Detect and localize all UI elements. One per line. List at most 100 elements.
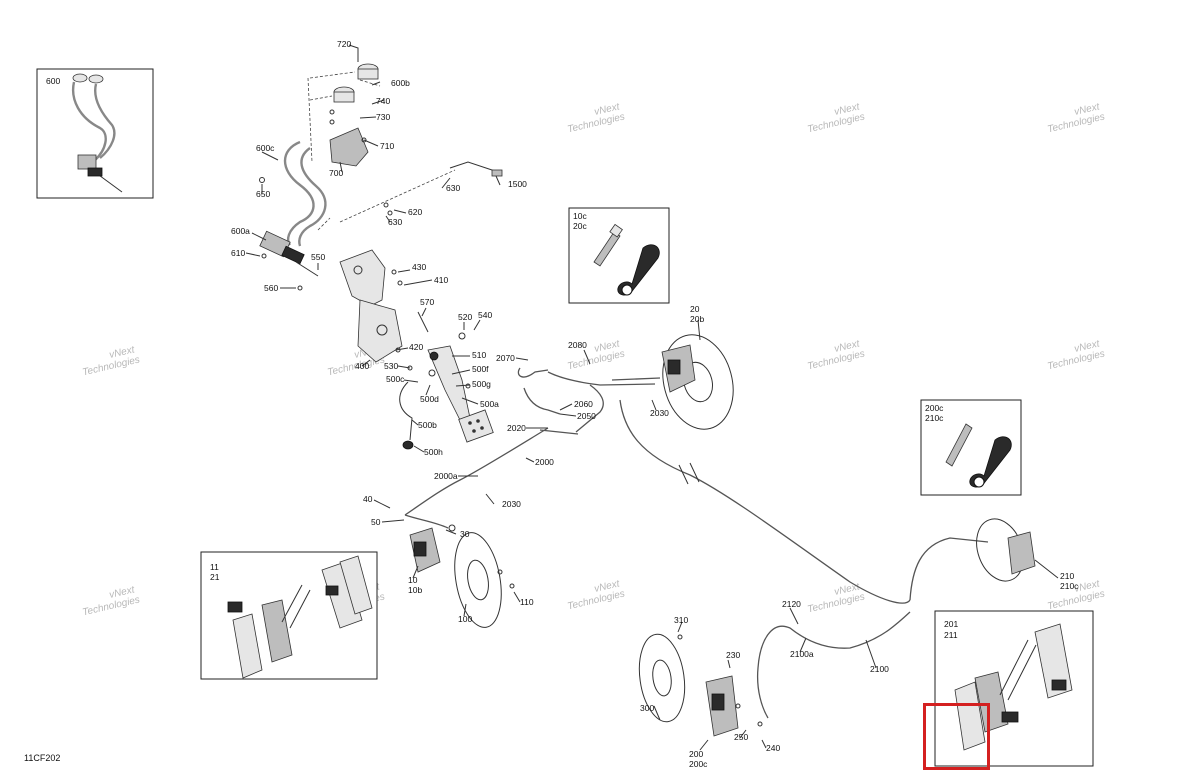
part-label[interactable]: 2020 bbox=[507, 423, 526, 433]
bleeder-screw-part bbox=[945, 423, 973, 467]
part-label[interactable]: 540 bbox=[478, 310, 492, 320]
fastener-part bbox=[261, 253, 267, 259]
part-label[interactable]: 500g bbox=[472, 379, 491, 389]
part-label[interactable]: 570 bbox=[420, 297, 434, 307]
part-label[interactable]: 600b bbox=[391, 78, 410, 88]
inset-rear-pads[interactable]: 201 211 bbox=[934, 610, 1094, 767]
part-label[interactable]: 210 bbox=[1060, 571, 1074, 581]
master-cylinder[interactable] bbox=[259, 230, 319, 291]
part-label[interactable]: 2050 bbox=[577, 411, 596, 421]
part-label[interactable]: 20 bbox=[690, 304, 700, 314]
part-label[interactable]: 420 bbox=[409, 342, 423, 352]
pedal-bushing-part bbox=[429, 351, 439, 361]
inset-front-pads[interactable]: 11 21 bbox=[200, 551, 378, 680]
part-label[interactable]: 510 bbox=[472, 350, 486, 360]
caliper-part bbox=[1007, 531, 1036, 575]
part-label[interactable]: 310 bbox=[674, 615, 688, 625]
leader-dashes bbox=[317, 169, 456, 231]
reservoir-assembly[interactable] bbox=[307, 63, 381, 167]
part-label[interactable]: 300 bbox=[640, 703, 654, 713]
rear-right-brake[interactable] bbox=[968, 512, 1036, 587]
reservoir-hose bbox=[298, 147, 327, 247]
part-label[interactable]: 1500 bbox=[508, 179, 527, 189]
fastener-part bbox=[465, 383, 471, 389]
pad-spring-part bbox=[227, 601, 243, 613]
part-label[interactable]: 500a bbox=[480, 399, 499, 409]
part-label[interactable]: 2100 bbox=[870, 664, 889, 674]
part-label[interactable]: 2120 bbox=[782, 599, 801, 609]
pedal-bracket[interactable] bbox=[339, 249, 429, 363]
part-label[interactable]: 430 bbox=[412, 262, 426, 272]
part-label[interactable]: 250 bbox=[734, 732, 748, 742]
part-label[interactable]: 2100a bbox=[790, 649, 814, 659]
part-label[interactable]: 2070 bbox=[496, 353, 515, 363]
part-label[interactable]: 630 bbox=[388, 217, 402, 227]
fastener-part bbox=[259, 177, 265, 183]
master-cylinder-part bbox=[87, 167, 103, 177]
bracket-part bbox=[339, 249, 386, 307]
part-label[interactable]: 2060 bbox=[574, 399, 593, 409]
part-label[interactable]: 610 bbox=[231, 248, 245, 258]
part-label[interactable]: 240 bbox=[766, 743, 780, 753]
part-label[interactable]: 700 bbox=[329, 168, 343, 178]
leader-lines bbox=[245, 44, 1059, 751]
line-2120 bbox=[756, 611, 911, 719]
part-label[interactable]: 110 bbox=[520, 597, 534, 607]
brake-pedal[interactable] bbox=[399, 332, 494, 450]
part-label[interactable]: 500c bbox=[386, 374, 405, 384]
leader-dashes bbox=[307, 71, 381, 163]
hose-part bbox=[71, 81, 107, 161]
inset-600[interactable]: 600 bbox=[36, 68, 154, 199]
part-label[interactable]: 730 bbox=[376, 112, 390, 122]
part-label[interactable]: 520 bbox=[458, 312, 472, 322]
brake-disc-part bbox=[454, 532, 502, 628]
part-label[interactable]: 500f bbox=[472, 364, 489, 374]
part-label[interactable]: 10 bbox=[408, 575, 418, 585]
inset-bleeder-rear[interactable]: 200c 210c bbox=[920, 399, 1022, 496]
inset-label: 600 bbox=[46, 76, 60, 86]
part-label[interactable]: 200 bbox=[689, 749, 703, 759]
part-label[interactable]: 620 bbox=[408, 207, 422, 217]
part-label[interactable]: 720 bbox=[337, 39, 351, 49]
part-label[interactable]: 40 bbox=[363, 494, 373, 504]
part-label[interactable]: 500b bbox=[418, 420, 437, 430]
front-right-brake[interactable] bbox=[653, 327, 744, 437]
part-label[interactable]: 600c bbox=[256, 143, 275, 153]
part-label[interactable]: 710 bbox=[380, 141, 394, 151]
part-label[interactable]: 550 bbox=[311, 252, 325, 262]
part-label[interactable]: 630 bbox=[446, 183, 460, 193]
rear-left-brake[interactable] bbox=[634, 631, 763, 737]
part-label[interactable]: 530 bbox=[384, 361, 398, 371]
part-label[interactable]: 560 bbox=[264, 283, 278, 293]
part-label[interactable]: 50 bbox=[371, 517, 381, 527]
part-label[interactable]: 410 bbox=[434, 275, 448, 285]
part-label[interactable]: 30 bbox=[460, 529, 470, 539]
part-label[interactable]: 500h bbox=[424, 447, 443, 457]
caliper-part bbox=[667, 359, 681, 375]
part-label[interactable]: 500d bbox=[420, 394, 439, 404]
part-label[interactable]: 650 bbox=[256, 189, 270, 199]
selection-highlight-box[interactable] bbox=[923, 703, 990, 770]
fastener-part bbox=[391, 269, 397, 275]
part-label[interactable]: 2080 bbox=[568, 340, 587, 350]
front-left-brake[interactable] bbox=[409, 524, 515, 631]
part-label[interactable]: 200c bbox=[689, 759, 708, 769]
part-label[interactable]: 2000 bbox=[535, 457, 554, 467]
fastener-part bbox=[509, 583, 515, 589]
part-label[interactable]: 2000a bbox=[434, 471, 458, 481]
part-label[interactable]: 2030 bbox=[650, 408, 669, 418]
part-label[interactable]: 210c bbox=[1060, 581, 1079, 591]
fastener-part bbox=[428, 369, 436, 377]
inset-bleeder-front[interactable]: 10c 20c bbox=[568, 207, 670, 304]
part-label[interactable]: 740 bbox=[376, 96, 390, 106]
brake-pad-part bbox=[974, 671, 1009, 733]
part-label[interactable]: 20b bbox=[690, 314, 704, 324]
part-label[interactable]: 230 bbox=[726, 650, 740, 660]
part-label[interactable]: 100 bbox=[458, 614, 472, 624]
part-label[interactable]: 2030 bbox=[502, 499, 521, 509]
part-label[interactable]: 600a bbox=[231, 226, 250, 236]
inset-label: 211 bbox=[944, 630, 958, 640]
part-label[interactable]: 400 bbox=[355, 361, 369, 371]
pedal-pad-stud bbox=[472, 429, 476, 433]
part-label[interactable]: 10b bbox=[408, 585, 422, 595]
